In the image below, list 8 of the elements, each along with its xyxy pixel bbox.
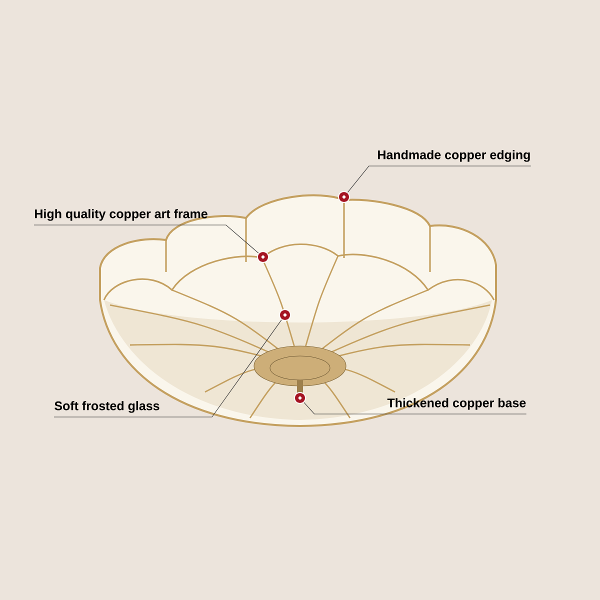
callout-label: Handmade copper edging bbox=[378, 150, 530, 162]
callout-label: Soft frosted glass bbox=[54, 401, 160, 413]
callout-label: High quality copper art frame bbox=[35, 209, 208, 221]
callout-label: Thickened copper base bbox=[387, 398, 526, 410]
leader-line bbox=[304, 402, 527, 414]
leader-line bbox=[54, 320, 282, 418]
leader-line bbox=[347, 166, 532, 193]
leader-line bbox=[34, 224, 259, 254]
